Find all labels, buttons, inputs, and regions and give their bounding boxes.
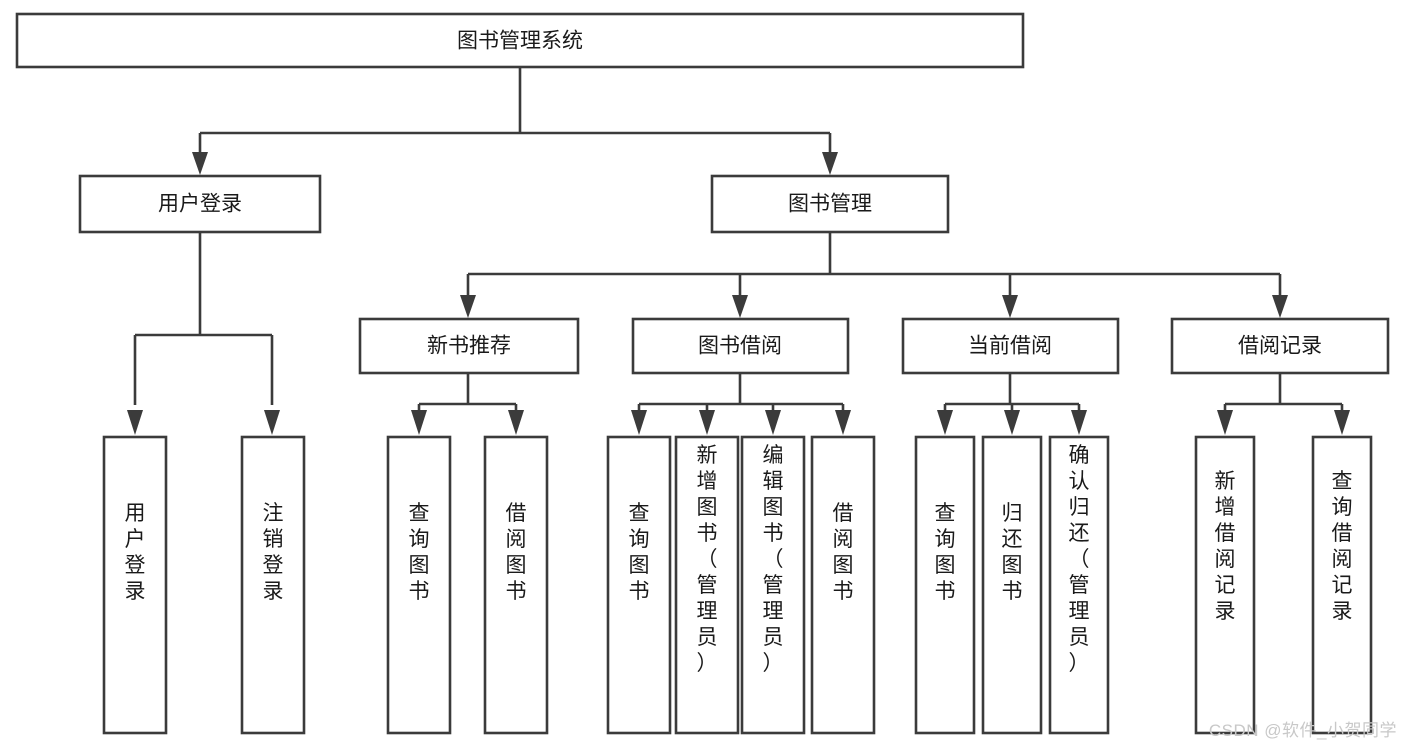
connector-root-to-level2 <box>198 67 832 160</box>
node-leaf-add-book-box[interactable] <box>674 435 740 735</box>
arrowhead-leaf-borrow-book-1 <box>508 410 524 435</box>
node-leaf-logout-box[interactable] <box>240 435 306 735</box>
node-leaf-logout-label: 注销登录 <box>263 502 284 603</box>
node-leaf-query-book-2-label: 查询图书 <box>629 502 650 603</box>
node-leaf-borrow-book-2-box[interactable] <box>810 435 876 735</box>
connector-group-current-borrow <box>937 373 1087 435</box>
node-leaf-edit-book-box[interactable] <box>740 435 806 735</box>
node-leaf-query-book-1-label: 查询图书 <box>409 502 430 603</box>
node-book-management[interactable]: 图书管理 <box>710 174 950 234</box>
arrowhead-leaf-query-book-1 <box>411 410 427 435</box>
arrowhead-leaf-query-borrow-record <box>1334 410 1350 435</box>
node-leaf-borrow-book-1[interactable]: 借阅图书 <box>483 435 549 735</box>
csdn-watermark: CSDN @软件_小贺同学 <box>1208 721 1397 740</box>
node-borrow-record-box[interactable] <box>1170 317 1390 375</box>
node-leaf-add-borrow-record-label: 新增借阅记录 <box>1215 470 1236 623</box>
node-leaf-query-book-3-label: 查询图书 <box>935 502 956 603</box>
connector-group-borrow-record <box>1217 373 1350 435</box>
node-leaf-query-book-3-box[interactable] <box>914 435 976 735</box>
node-current-borrow-label: 当前借阅 <box>968 335 1052 358</box>
node-leaf-borrow-book-1-label: 借阅图书 <box>506 502 527 603</box>
node-leaf-confirm-return-label: 确认归还（管理员） <box>1069 444 1090 675</box>
node-leaf-user-login[interactable]: 用户登录 <box>102 435 168 735</box>
connector-group-book-management <box>460 232 1288 318</box>
node-leaf-query-book-1[interactable]: 查询图书 <box>386 435 452 735</box>
arrowhead-leaf-return-book <box>1004 410 1020 435</box>
connector-current-borrow-to-leaves <box>943 373 1081 412</box>
node-user-login-label: 用户登录 <box>158 193 242 216</box>
node-user-login[interactable]: 用户登录 <box>78 174 322 234</box>
node-leaf-borrow-book-2[interactable]: 借阅图书 <box>810 435 876 735</box>
node-root-system[interactable]: 图书管理系统 <box>15 12 1025 69</box>
arrowhead-leaf-query-book-2 <box>631 410 647 435</box>
node-book-borrow[interactable]: 图书借阅 <box>631 317 850 375</box>
node-current-borrow-box[interactable] <box>901 317 1120 375</box>
node-leaf-query-book-2-box[interactable] <box>606 435 672 735</box>
node-leaf-confirm-return[interactable]: 确认归还（管理员） <box>1048 435 1110 735</box>
connector-group-user-login <box>127 232 280 435</box>
node-leaf-return-book[interactable]: 归还图书 <box>981 435 1043 735</box>
node-leaf-add-book[interactable]: 新增图书（管理员） <box>674 435 740 735</box>
node-leaf-return-book-label: 归还图书 <box>1002 502 1023 603</box>
node-borrow-record-label: 借阅记录 <box>1238 335 1322 358</box>
node-new-book-recommend[interactable]: 新书推荐 <box>358 317 580 375</box>
node-leaf-query-book-2[interactable]: 查询图书 <box>606 435 672 735</box>
connector-group-root <box>192 67 838 175</box>
node-leaf-confirm-return-box[interactable] <box>1048 435 1110 735</box>
arrowhead-leaf-user-login <box>127 410 143 435</box>
arrowhead-leaf-logout <box>264 410 280 435</box>
arrowhead-book-management <box>822 152 838 175</box>
connector-group-new-book-recommend <box>411 373 524 435</box>
node-leaf-borrow-book-2-label: 借阅图书 <box>833 502 854 603</box>
node-leaf-return-book-box[interactable] <box>981 435 1043 735</box>
node-book-borrow-label: 图书借阅 <box>698 335 782 358</box>
arrowhead-user-login <box>192 152 208 175</box>
node-leaf-add-borrow-record[interactable]: 新增借阅记录 <box>1194 435 1256 735</box>
node-new-book-recommend-box[interactable] <box>358 317 580 375</box>
arrowhead-book-borrow <box>732 295 748 318</box>
arrowhead-leaf-confirm-return <box>1071 410 1087 435</box>
connector-book-borrow-to-leaves <box>637 373 845 412</box>
arrowhead-leaf-add-borrow-record <box>1217 410 1233 435</box>
node-leaf-add-book-label: 新增图书（管理员） <box>697 444 718 675</box>
node-leaf-edit-book[interactable]: 编辑图书（管理员） <box>740 435 806 735</box>
connector-book-management-to-level3 <box>466 232 1282 300</box>
node-leaf-query-book-3[interactable]: 查询图书 <box>914 435 976 735</box>
arrowhead-leaf-edit-book <box>765 410 781 435</box>
node-user-login-box[interactable] <box>78 174 322 234</box>
node-book-management-label: 图书管理 <box>788 193 872 216</box>
connector-new-book-recommend-to-leaves <box>417 373 518 412</box>
arrowhead-borrow-record <box>1272 295 1288 318</box>
node-current-borrow[interactable]: 当前借阅 <box>901 317 1120 375</box>
node-leaf-edit-book-label: 编辑图书（管理员） <box>763 444 784 675</box>
node-leaf-add-borrow-record-box[interactable] <box>1194 435 1256 735</box>
arrowhead-new-book-recommend <box>460 295 476 318</box>
node-borrow-record[interactable]: 借阅记录 <box>1170 317 1390 375</box>
node-leaf-logout[interactable]: 注销登录 <box>240 435 306 735</box>
connector-group-book-borrow <box>631 373 851 435</box>
node-leaf-query-borrow-record-label: 查询借阅记录 <box>1332 470 1353 623</box>
node-root-system-box[interactable] <box>15 12 1025 69</box>
node-leaf-query-borrow-record-box[interactable] <box>1311 435 1373 735</box>
node-leaf-user-login-box[interactable] <box>102 435 168 735</box>
node-book-management-box[interactable] <box>710 174 950 234</box>
node-book-borrow-box[interactable] <box>631 317 850 375</box>
node-leaf-user-login-label: 用户登录 <box>125 502 146 603</box>
node-leaf-query-book-1-box[interactable] <box>386 435 452 735</box>
arrowhead-leaf-borrow-book-2 <box>835 410 851 435</box>
arrowhead-current-borrow <box>1002 295 1018 318</box>
node-new-book-recommend-label: 新书推荐 <box>427 335 511 358</box>
connector-borrow-record-to-leaves <box>1223 373 1344 412</box>
connector-user-login-to-leaves <box>133 232 274 405</box>
node-leaf-borrow-book-1-box[interactable] <box>483 435 549 735</box>
node-leaf-query-borrow-record[interactable]: 查询借阅记录 <box>1311 435 1373 735</box>
node-root-system-label: 图书管理系统 <box>457 30 583 53</box>
arrowhead-leaf-add-book <box>699 410 715 435</box>
arrowhead-leaf-query-book-3 <box>937 410 953 435</box>
